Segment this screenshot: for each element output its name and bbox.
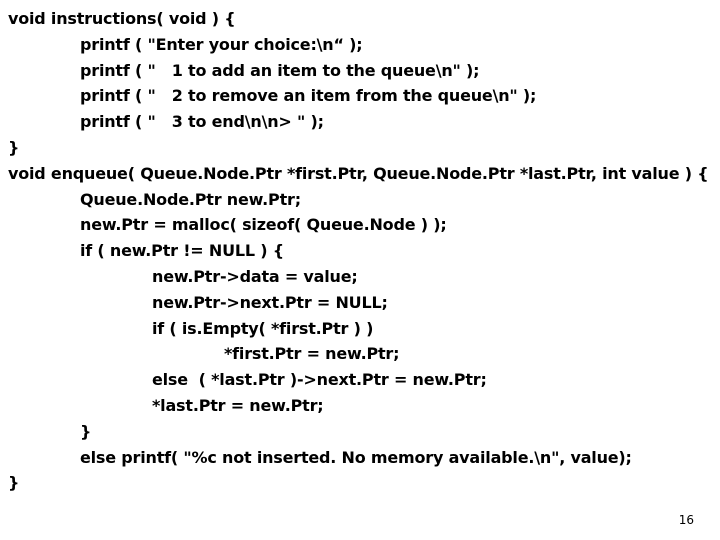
code-line: *last.Ptr = new.Ptr; — [152, 395, 324, 415]
code-line: Queue.Node.Ptr new.Ptr; — [80, 189, 301, 209]
code-block: void instructions( void ) { printf ( "Ent… — [8, 6, 709, 496]
code-line: void instructions( void ) { — [8, 9, 236, 28]
code-line: else ( *last.Ptr )->next.Ptr = new.Ptr; — [152, 370, 487, 390]
code-line: if ( is.Empty( *first.Ptr ) ) — [152, 318, 374, 338]
code-line: } — [80, 421, 92, 441]
code-line: } — [8, 137, 20, 157]
code-line: else printf( "%c not inserted. No memory… — [80, 447, 632, 467]
code-line: *first.Ptr = new.Ptr; — [224, 344, 400, 364]
page-number: 16 — [678, 513, 694, 527]
code-line: printf ( " 1 to add an item to the queue… — [80, 60, 480, 80]
code-line: new.Ptr->next.Ptr = NULL; — [152, 292, 388, 312]
code-line: printf ( " 2 to remove an item from the … — [80, 86, 537, 106]
code-line: void enqueue( Queue.Node.Ptr *first.Ptr,… — [8, 163, 709, 183]
code-line: new.Ptr->data = value; — [152, 266, 358, 286]
code-line: printf ( " 3 to end\n\n> " ); — [80, 112, 324, 132]
code-line: printf ( "Enter your choice:\n“ ); — [80, 34, 363, 54]
code-line: if ( new.Ptr != NULL ) { — [80, 241, 284, 261]
code-line: new.Ptr = malloc( sizeof( Queue.Node ) )… — [80, 215, 447, 235]
code-line: } — [8, 473, 20, 493]
